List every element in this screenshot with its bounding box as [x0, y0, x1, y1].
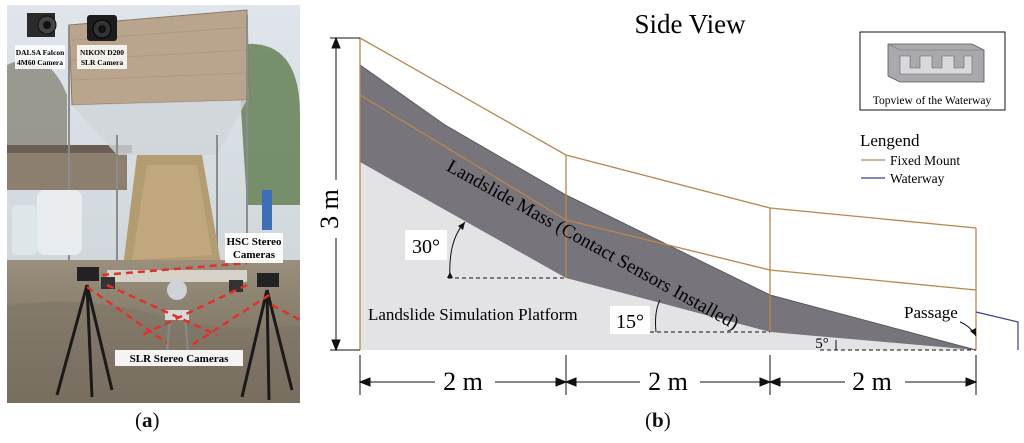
simulation-platform	[360, 162, 976, 350]
segment-label-3: 2 m	[852, 367, 892, 396]
tree-right	[237, 43, 300, 206]
tripod-right	[240, 289, 294, 401]
fixed-mount	[359, 37, 977, 350]
experiment-photo: DALSA Falcon 4M60 Camera NIKON D200 SLR …	[7, 5, 300, 403]
hsc-label-1: HSC Stereo	[226, 236, 282, 248]
angle-5-label: 5°	[815, 336, 829, 352]
platform-label: Landslide Simulation Platform	[368, 305, 578, 324]
water-tank	[37, 190, 82, 255]
landslide-mass	[360, 65, 976, 350]
nikon-camera-icon	[87, 15, 117, 41]
legend-item-fixed-mount: Fixed Mount	[890, 153, 960, 168]
waterway-topview-icon	[887, 43, 985, 83]
tripod-left	[55, 284, 114, 398]
legend-item-waterway: Waterway	[890, 171, 945, 186]
nikon-label-2: SLR Camera	[81, 58, 124, 67]
segment-label-2: 2 m	[648, 367, 688, 396]
slr-label: SLR Stereo Cameras	[130, 353, 229, 365]
waterway-passage	[975, 311, 1019, 350]
dalsa-label-1: DALSA Falcon	[16, 48, 65, 57]
legend-title: Lengend	[860, 131, 920, 150]
dalsa-label-2: 4M60 Camera	[17, 58, 63, 67]
dalsa-camera-icon	[27, 13, 57, 37]
angle-30-label: 30°	[412, 236, 440, 258]
segment-label-1: 2 m	[443, 367, 483, 396]
angle-15-arc	[655, 299, 661, 333]
caption-b: (b)	[645, 408, 671, 432]
sphere	[167, 280, 187, 300]
angle-15-label: 15°	[616, 311, 644, 333]
hsc-label-2: Cameras	[233, 249, 276, 261]
side-view-diagram: Side View 3 m	[300, 0, 1024, 438]
passage-label: Passage	[904, 303, 958, 322]
legend: Lengend Fixed Mount Waterway	[860, 131, 960, 186]
building	[7, 150, 127, 190]
topview-inset: Topview of the Waterway	[859, 31, 1006, 111]
caption-a: (a)	[135, 408, 160, 432]
nikon-label-1: NIKON D200	[80, 48, 124, 57]
camera-coverage-lines	[86, 261, 300, 347]
height-label: 3 m	[315, 189, 344, 229]
inset-label: Topview of the Waterway	[873, 95, 992, 107]
diagram-title: Side View	[634, 9, 746, 39]
